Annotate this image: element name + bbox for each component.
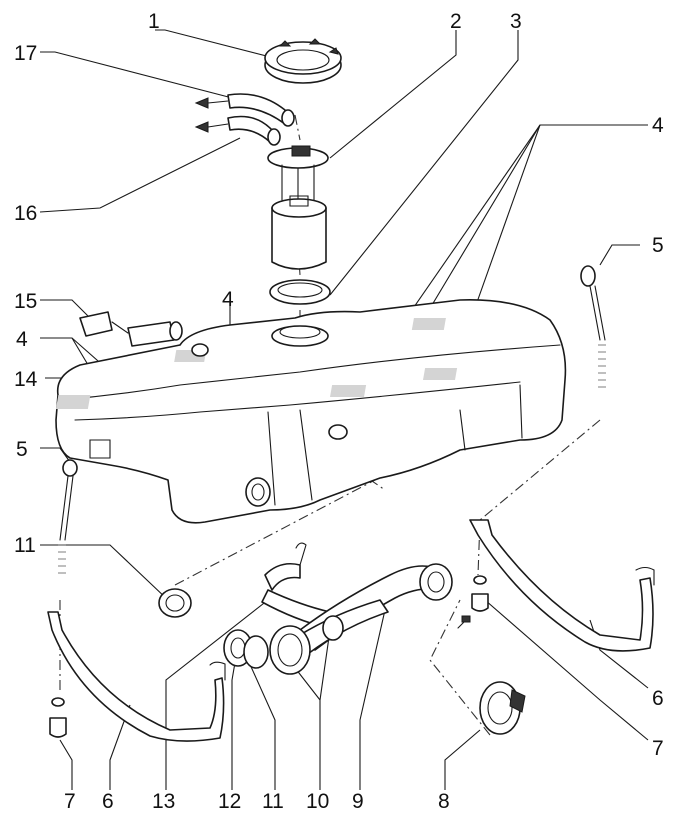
callout-10: 10 (306, 790, 329, 813)
callout-6-bottom: 6 (102, 790, 114, 813)
bolt-washer-right-part (457, 575, 489, 629)
tank-strap-right-part (469, 519, 655, 652)
callout-labels: 1 2 3 4 4 4 5 5 6 6 7 7 8 9 10 11 11 12 … (14, 10, 664, 813)
callout-4-top-right: 4 (652, 114, 664, 137)
fuel-pump-sender-part (267, 145, 329, 270)
callout-11-bottom: 11 (262, 790, 284, 813)
filler-neck-assembly-part (223, 542, 453, 675)
callout-8: 8 (438, 790, 450, 813)
callout-4-left: 4 (16, 328, 28, 351)
callout-15: 15 (14, 290, 37, 313)
vent-tube-left-part (58, 459, 78, 574)
fuel-tank-body (55, 299, 567, 524)
vent-tube-right-part (580, 265, 606, 388)
seal-ring-part (269, 279, 331, 305)
callout-2: 2 (450, 10, 462, 33)
callout-5-right: 5 (652, 234, 664, 257)
callout-5-left: 5 (16, 438, 28, 461)
filter-valve-part (79, 311, 183, 347)
callout-12: 12 (218, 790, 241, 813)
callout-7-bottom: 7 (64, 790, 76, 813)
tank-strap-left-part (47, 611, 226, 742)
callout-7-right: 7 (652, 737, 664, 760)
callout-17: 17 (14, 42, 37, 65)
hose-clamp-part (158, 588, 192, 618)
callout-13: 13 (152, 790, 175, 813)
bolt-washer-left-part (49, 697, 67, 738)
callout-11-left: 11 (14, 534, 36, 557)
callout-9: 9 (352, 790, 364, 813)
callout-6-right: 6 (652, 687, 664, 710)
callout-4-center: 4 (222, 288, 234, 311)
callout-3: 3 (510, 10, 522, 33)
fuel-cap-part (479, 681, 526, 735)
callout-16: 16 (14, 202, 37, 225)
leader-lines (39, 29, 649, 790)
fuel-hoses-part (194, 93, 295, 146)
callout-1: 1 (148, 10, 160, 33)
locking-ring-part (264, 38, 342, 84)
assembly-centerlines (59, 114, 601, 736)
callout-14: 14 (14, 368, 38, 391)
